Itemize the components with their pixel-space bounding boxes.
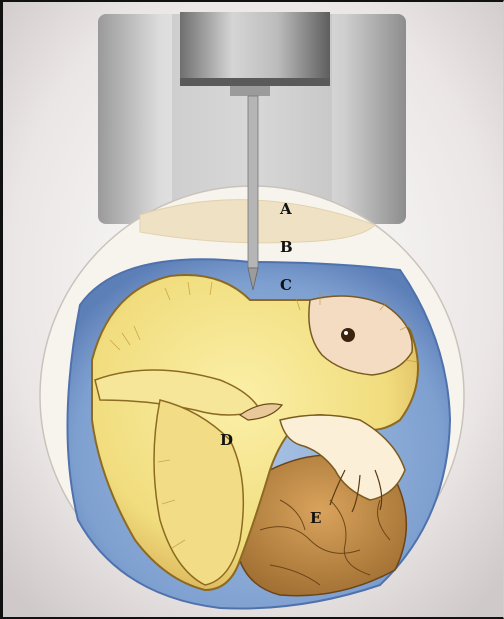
syringe-barrel [180,12,330,96]
label-d: D [220,431,233,449]
label-a: A [279,200,292,218]
injection-needle [248,96,258,290]
chick-eye [341,328,355,342]
label-e: E [310,509,321,527]
label-c: C [280,276,292,294]
label-b: B [280,238,293,256]
